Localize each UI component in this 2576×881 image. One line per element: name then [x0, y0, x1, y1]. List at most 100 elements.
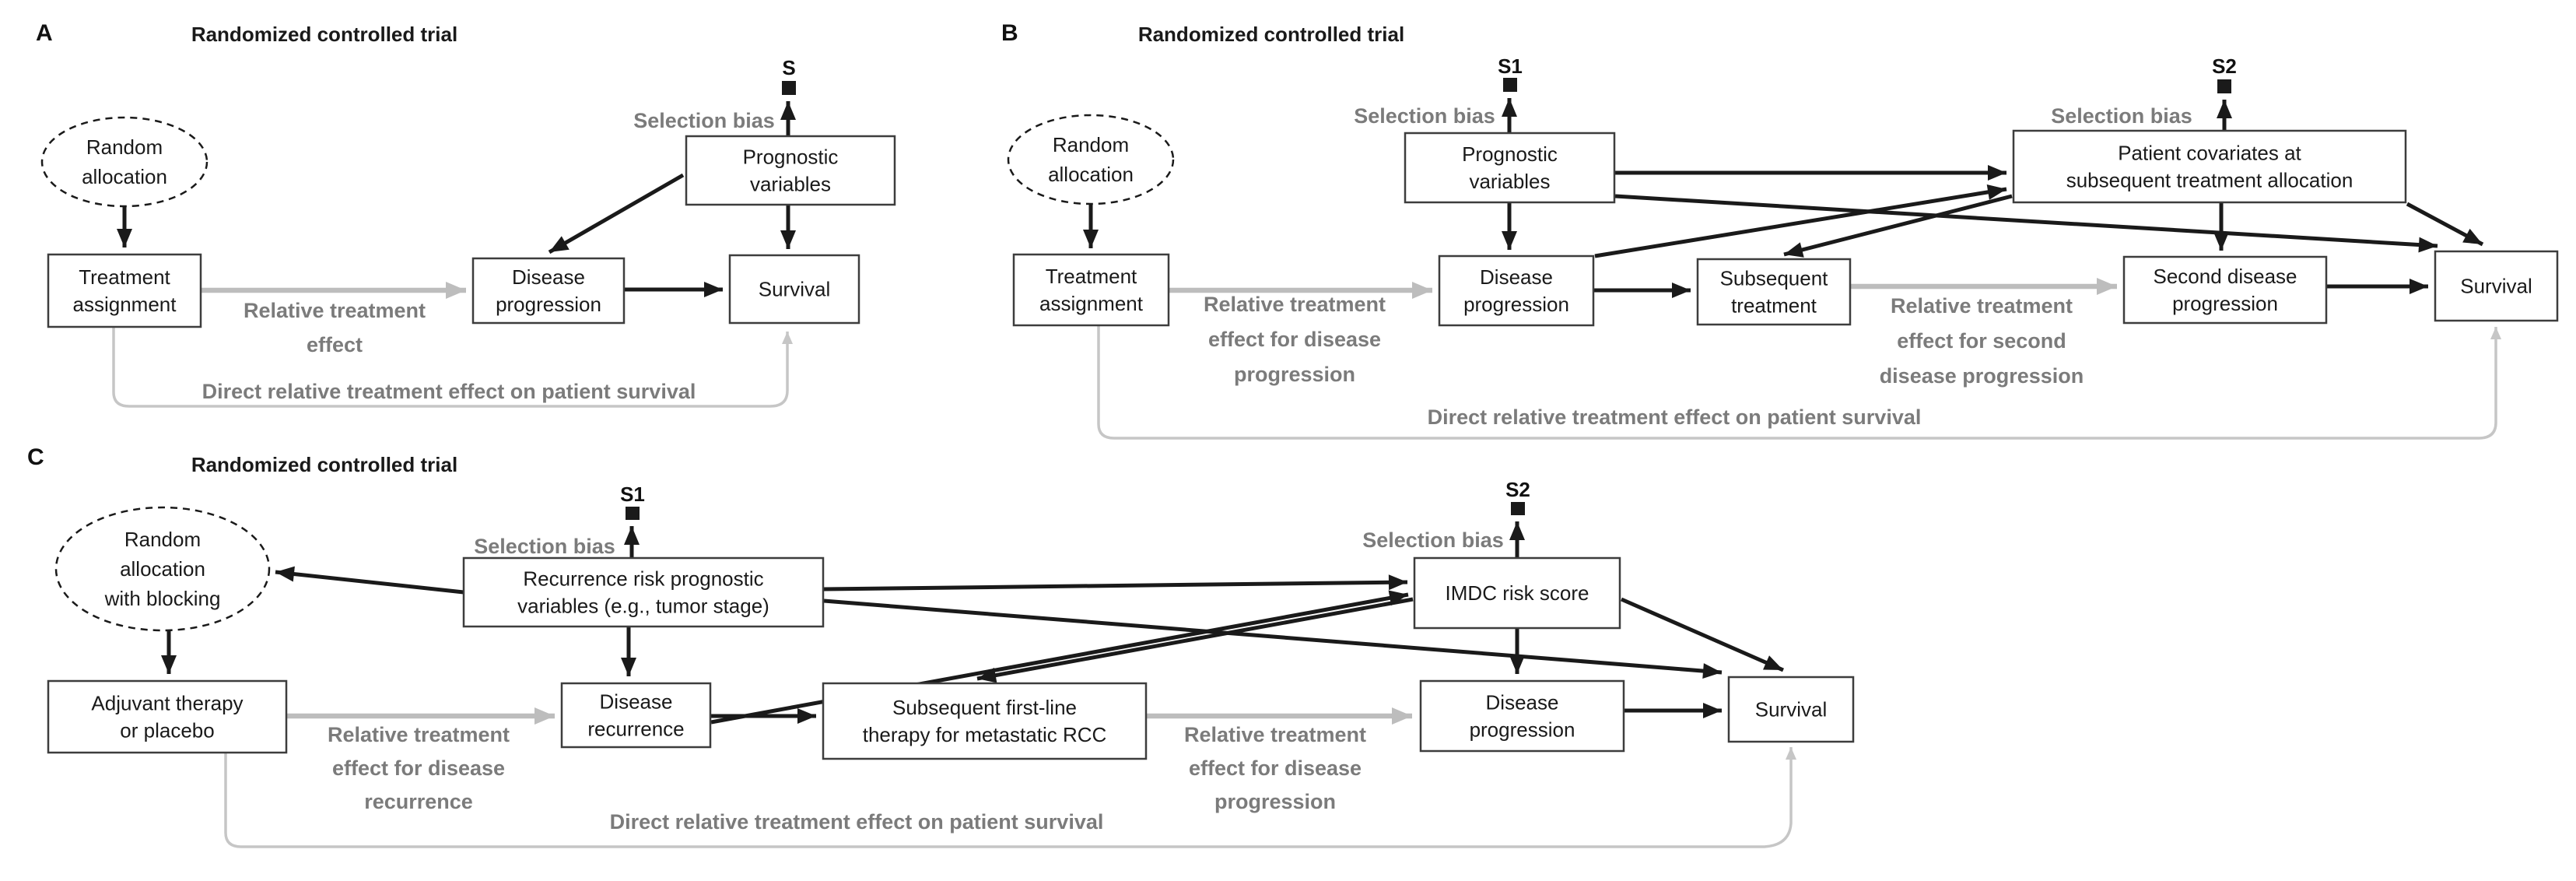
edge-b-direct-effect-path — [1097, 325, 2501, 440]
collider-square-icon — [782, 81, 796, 95]
node-c-s2-collider: S2 — [1505, 478, 1530, 515]
edge-c-direct-effect-path — [224, 747, 1796, 848]
node-c-imdc-risk-score: IMDC risk score — [1413, 556, 1621, 630]
label-b-selection-bias-1: Selection bias — [1354, 104, 1495, 128]
label-a-direct-relative-effect: Direct relative treatment effect on pati… — [202, 380, 696, 403]
node-a-survival: Survival — [728, 254, 860, 325]
node-a-survival-label: Survival — [759, 278, 830, 301]
box-shape — [47, 253, 202, 328]
edge-a-prognostic-to-disease-progression — [548, 173, 685, 254]
collider-square-icon — [1503, 78, 1517, 92]
collider-square-icon — [1511, 502, 1525, 515]
edge-c-recurrence-risk-to-random — [275, 566, 464, 595]
collider-c-s2-collider-label: S2 — [1505, 478, 1530, 501]
collider-square-icon — [2217, 79, 2231, 93]
node-b-s2-collider: S2 — [2212, 54, 2237, 93]
label-c-selection-bias-1: Selection bias — [474, 535, 615, 558]
box-shape — [822, 682, 1148, 760]
box-shape — [1413, 556, 1621, 630]
edge-c-imdc-to-survival — [1620, 597, 1785, 672]
edge-a-direct-effect-path — [112, 327, 793, 408]
panel-c-title: Randomized controlled trial — [191, 453, 457, 476]
panel-a-letter: A — [36, 20, 53, 46]
collider-a-s-collider-label: S — [782, 56, 795, 79]
node-c-s1-collider: S1 — [620, 483, 645, 520]
ellipse-shape — [1007, 114, 1175, 205]
box-shape — [471, 257, 626, 325]
box-shape — [1696, 258, 1852, 326]
box-shape — [1404, 132, 1616, 204]
node-b-survival-label: Survival — [2460, 275, 2532, 298]
panel-b-letter: B — [1001, 20, 1018, 46]
edge-b-patient-covariates-to-survival — [2406, 202, 2484, 247]
edge-c-recurrence-risk-to-imdc — [823, 574, 1408, 591]
panel-c-letter: C — [27, 444, 44, 470]
ellipse-shape — [54, 506, 271, 632]
ellipse-shape — [40, 116, 209, 208]
label-b-selection-bias-2: Selection bias — [2051, 104, 2192, 128]
box-shape — [728, 254, 860, 325]
panel-b-title: Randomized controlled trial — [1138, 23, 1404, 46]
box-shape — [1419, 679, 1625, 753]
collider-b-s1-collider-label: S1 — [1498, 54, 1523, 78]
box-shape — [2012, 129, 2407, 204]
label-c-direct-relative-effect: Direct relative treatment effect on pati… — [610, 810, 1104, 834]
label-a-selection-bias: Selection bias — [633, 109, 775, 132]
box-shape — [1438, 254, 1595, 327]
label-b-direct-relative-effect: Direct relative treatment effect on pati… — [1428, 405, 1922, 429]
box-shape — [2434, 250, 2559, 322]
box-shape — [1727, 676, 1855, 743]
node-c-imdc-risk-score-label: IMDC risk score — [1446, 581, 1589, 605]
edge-b-patient-covariates-to-subsequent-treatment — [1783, 194, 2013, 258]
edge-b-prognostic-to-survival — [1614, 194, 2438, 253]
node-b-s1-collider: S1 — [1498, 54, 1523, 92]
node-c-survival-label: Survival — [1755, 698, 1827, 721]
edge-b-disease-progression-to-patient-covariates — [1594, 184, 2007, 258]
box-shape — [2122, 255, 2328, 325]
label-c-selection-bias-2: Selection bias — [1362, 528, 1504, 552]
node-a-s-collider: S — [782, 56, 796, 95]
box-shape — [685, 135, 896, 206]
box-shape — [560, 682, 712, 749]
collider-square-icon — [626, 507, 640, 520]
edge-c-imdc-to-subsequent-first-line — [976, 597, 1414, 683]
node-c-survival: Survival — [1727, 676, 1855, 743]
